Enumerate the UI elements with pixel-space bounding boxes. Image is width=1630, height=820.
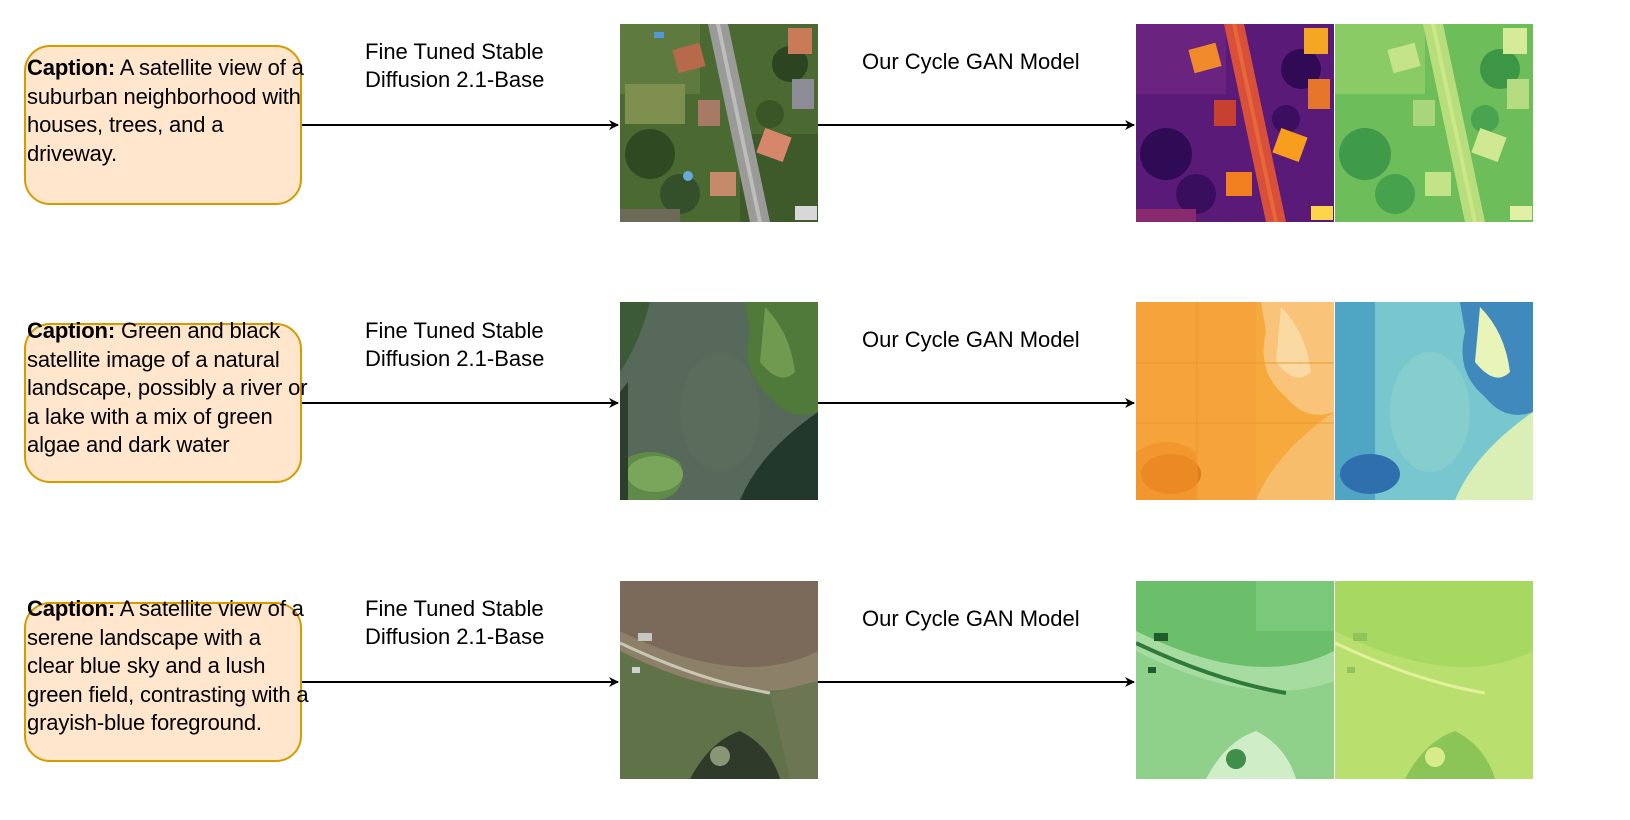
caption-box-2 (24, 323, 302, 483)
output-map-2b (1335, 302, 1533, 500)
generated-image-3 (620, 581, 818, 779)
generator-label-3-line-2: Diffusion 2.1-Base (365, 624, 545, 649)
generator-label-2-line-2: Diffusion 2.1-Base (365, 346, 545, 371)
generator-label-2-line-1: Fine Tuned Stable (365, 318, 544, 343)
caption-prefix-2: Caption: (27, 318, 116, 343)
output-map-1b (1335, 24, 1533, 222)
caption-body-3: A satellite view of a serene landscape w… (27, 596, 309, 736)
caption-text-2: Caption: Green and black satellite image… (27, 317, 312, 460)
caption-box-1 (24, 45, 302, 205)
caption-body-2: Green and black satellite image of a nat… (27, 318, 308, 458)
output-map-1a (1136, 24, 1334, 222)
output-map-3a (1136, 581, 1334, 779)
translator-label-3: Our Cycle GAN Model (862, 606, 1080, 631)
generator-label-2: Fine Tuned Stable Diffusion 2.1-Base (365, 317, 544, 373)
caption-text-3: Caption: A satellite view of a serene la… (27, 595, 312, 738)
caption-body-1: A satellite view of a suburban neighborh… (27, 55, 304, 166)
caption-text-1: Caption: A satellite view of a suburban … (27, 54, 312, 168)
translator-label-2: Our Cycle GAN Model (862, 327, 1080, 352)
output-map-2a (1136, 302, 1334, 500)
output-map-3b (1335, 581, 1533, 779)
generator-label-1-line-1: Fine Tuned Stable (365, 39, 544, 64)
caption-prefix-3: Caption: (27, 596, 116, 621)
generator-label-3: Fine Tuned Stable Diffusion 2.1-Base (365, 595, 544, 651)
translator-label-1: Our Cycle GAN Model (862, 49, 1080, 74)
generated-image-2 (620, 302, 818, 500)
caption-prefix-1: Caption: (27, 55, 116, 80)
generator-label-3-line-1: Fine Tuned Stable (365, 596, 544, 621)
generator-label-1-line-2: Diffusion 2.1-Base (365, 67, 545, 92)
generated-image-1 (620, 24, 818, 222)
caption-box-3 (24, 602, 302, 762)
generator-label-1: Fine Tuned Stable Diffusion 2.1-Base (365, 38, 544, 94)
